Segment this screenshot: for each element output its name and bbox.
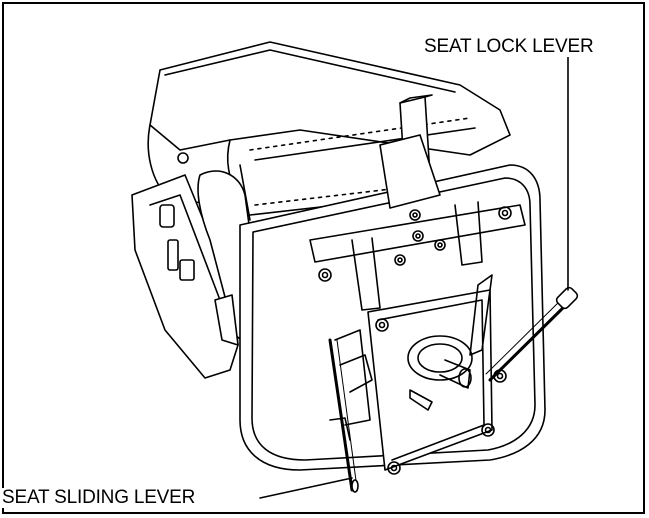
mounting-rail	[309, 201, 526, 311]
seat-sliding-lever-label: SEAT SLIDING LEVER	[2, 487, 196, 508]
center-post	[379, 94, 441, 209]
leader-line-seat-sliding	[259, 477, 353, 499]
seat-lock-lever-label: SEAT LOCK LEVER	[424, 36, 594, 57]
seat-sliding-lever	[328, 329, 373, 493]
seat-lock-lever	[485, 286, 579, 382]
side-bracket	[131, 152, 239, 379]
slide-plate	[367, 274, 507, 475]
